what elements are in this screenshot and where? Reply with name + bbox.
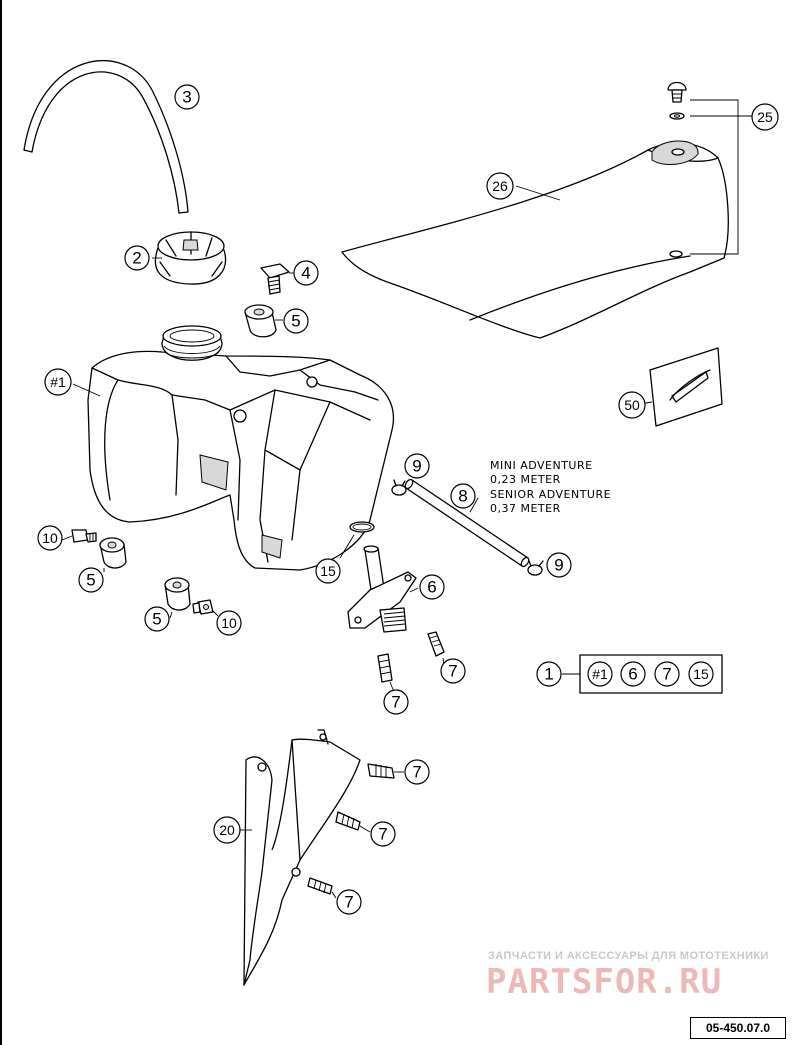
cover-screw-2 — [335, 811, 361, 831]
svg-text:8: 8 — [458, 487, 467, 506]
note-mini-adventure: MINI ADVENTURE — [490, 459, 593, 472]
svg-text:5: 5 — [152, 610, 161, 629]
side-cover — [243, 729, 361, 986]
callout-20: 20 — [213, 816, 241, 844]
note-senior-adventure: SENIOR ADVENTURE — [490, 488, 612, 501]
watermark-subtitle: ЗАПЧАСТИ И АКСЕССУАРЫ ДЛЯ МОТОТЕХНИКИ — [488, 950, 769, 962]
tap-screw-right — [427, 631, 445, 657]
svg-text:50: 50 — [624, 397, 640, 413]
bolt-middle — [192, 599, 214, 615]
callout-7-cover-2: 7 — [370, 821, 396, 847]
callout-9-top: 9 — [404, 453, 430, 479]
callout-15: 15 — [315, 558, 341, 584]
svg-text:#1: #1 — [592, 666, 608, 682]
svg-text:7: 7 — [662, 665, 671, 684]
svg-text:3: 3 — [182, 88, 191, 107]
kit-item-4: 15 — [688, 661, 714, 687]
fuel-hose — [404, 478, 530, 568]
callout-3: 3 — [174, 84, 200, 110]
svg-text:5: 5 — [291, 312, 300, 331]
callout-25: 25 — [751, 103, 779, 131]
svg-text:5: 5 — [86, 571, 95, 590]
hose-clamp-bottom — [527, 560, 544, 576]
callout-7-cover-1: 7 — [404, 759, 430, 785]
callout-10-left: 10 — [37, 525, 63, 551]
fuel-cap — [154, 231, 227, 285]
callout-26: 26 — [486, 172, 514, 200]
svg-text:1: 1 — [544, 665, 553, 684]
svg-text:2: 2 — [132, 249, 141, 268]
leader-lines — [61, 185, 653, 899]
callout-50: 50 — [618, 391, 646, 419]
callout-tank: #1 — [44, 368, 72, 396]
callout-2: 2 — [124, 245, 150, 271]
breather-hose — [23, 59, 189, 214]
callout-5-top: 5 — [283, 308, 309, 334]
cover-screw-1 — [367, 763, 395, 779]
callout-7-cover-3: 7 — [336, 889, 362, 915]
callout-5-left: 5 — [78, 567, 104, 593]
bushing-middle — [164, 577, 191, 611]
tap-screw-left — [377, 653, 393, 683]
sticker — [649, 347, 723, 427]
callout-7-tap-left: 7 — [383, 689, 409, 715]
svg-text:7: 7 — [344, 893, 353, 912]
svg-text:10: 10 — [42, 530, 58, 546]
svg-text:#1: #1 — [50, 374, 66, 390]
kit-item-2: 6 — [620, 661, 646, 687]
note-mini-length: 0,23 METER — [490, 473, 561, 486]
svg-text:7: 7 — [448, 662, 457, 681]
svg-text:10: 10 — [221, 615, 237, 631]
bolt-left — [71, 529, 97, 543]
svg-text:7: 7 — [391, 693, 400, 712]
callout-4: 4 — [293, 260, 319, 286]
callout-5-middle: 5 — [144, 606, 170, 632]
cap-bolt — [260, 263, 290, 295]
svg-text:15: 15 — [693, 666, 709, 682]
kit-item-3: 7 — [654, 661, 680, 687]
svg-text:20: 20 — [219, 822, 235, 838]
kit-item-1: #1 — [587, 661, 613, 687]
svg-text:9: 9 — [412, 457, 421, 476]
callout-9-bottom: 9 — [546, 552, 572, 578]
callout-10-middle: 10 — [216, 610, 242, 636]
seat — [341, 140, 729, 339]
page-edge-rule — [0, 0, 2, 1045]
svg-text:7: 7 — [412, 763, 421, 782]
svg-text:6: 6 — [628, 665, 637, 684]
note-senior-length: 0,37 METER — [490, 502, 561, 515]
callout-6: 6 — [419, 574, 445, 600]
diagram-reference: 05-450.07.0 — [690, 1017, 786, 1039]
svg-text:6: 6 — [427, 578, 436, 597]
kit-main-callout: 1 — [536, 661, 562, 687]
fuel-tap — [347, 545, 417, 633]
svg-text:15: 15 — [320, 563, 336, 579]
fuel-tank — [87, 325, 394, 571]
bushing-left — [99, 537, 127, 569]
callout-7-tap-right: 7 — [440, 658, 466, 684]
hose-clamp-top — [391, 479, 407, 496]
svg-text:9: 9 — [554, 556, 563, 575]
seat-bolt — [667, 81, 752, 255]
watermark-brand: PARTSFOR.RU — [486, 962, 723, 1002]
callout-8: 8 — [450, 483, 476, 509]
svg-text:26: 26 — [492, 178, 508, 194]
cover-screw-3 — [307, 877, 333, 895]
svg-text:7: 7 — [378, 825, 387, 844]
svg-text:4: 4 — [301, 264, 310, 283]
bushing-top — [244, 304, 277, 338]
svg-text:25: 25 — [757, 109, 773, 125]
o-ring — [349, 521, 375, 533]
